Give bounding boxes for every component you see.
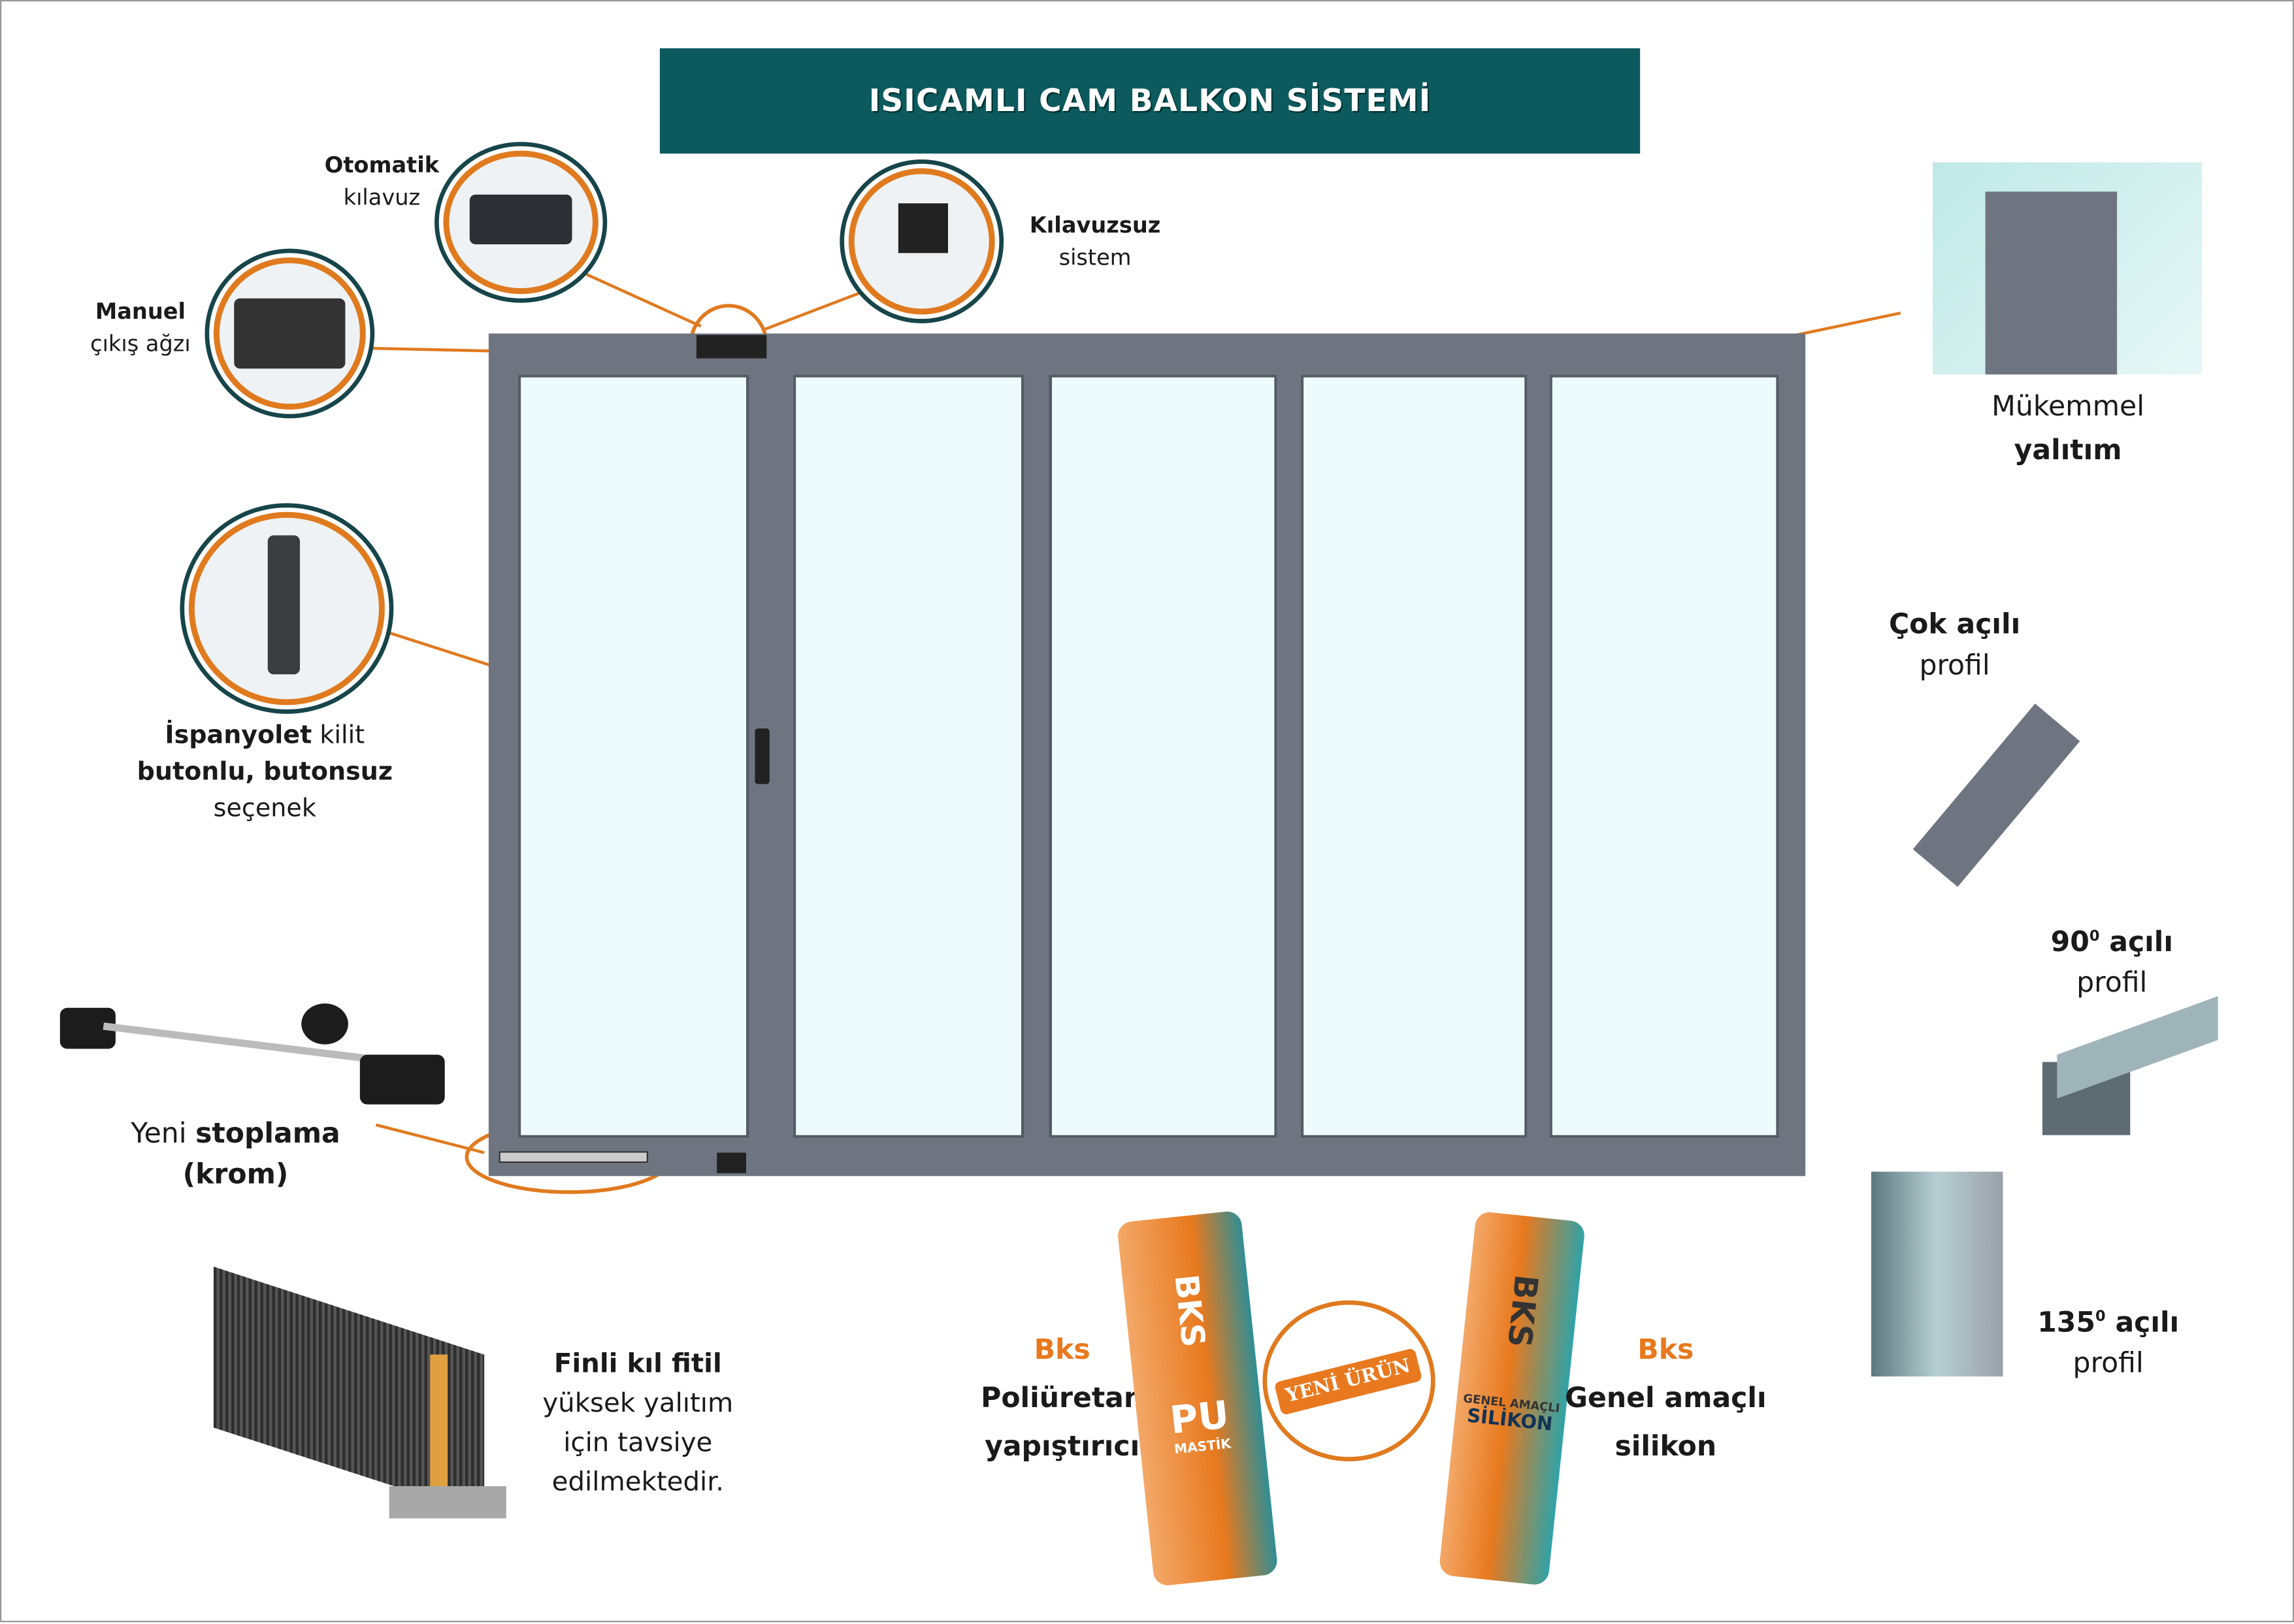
- brush-seal-image: [213, 1267, 506, 1530]
- glass-panel: [1549, 374, 1779, 1139]
- guide-hardware: [696, 334, 767, 359]
- ispanyolet-detail-photo: [188, 512, 385, 706]
- glass-panel: [1049, 374, 1277, 1139]
- espagnolette-handle: [755, 728, 770, 785]
- aci135-profile-image: [1871, 1171, 2003, 1377]
- manuel-detail-photo: [213, 257, 366, 410]
- stopper-bar: [499, 1151, 648, 1163]
- stoplama-label: Yeni stoplama(krom): [131, 1117, 340, 1191]
- kilavuzsuz-detail-photo: [848, 168, 995, 315]
- glass-panel: [1300, 374, 1528, 1139]
- new-product-badge: YENİ ÜRÜN: [1262, 1300, 1435, 1461]
- stopper-product-image: [59, 996, 448, 1106]
- glass-panel: [517, 374, 749, 1139]
- floor-lock: [717, 1152, 746, 1173]
- otomatik-detail-photo: [443, 150, 598, 295]
- aci90-profile-image: [2042, 996, 2225, 1143]
- title-banner: ISICAMLI CAM BALKON SİSTEMİ: [659, 48, 1641, 154]
- insulation-profile-image: [1932, 162, 2202, 375]
- cok-acili-profile-image: [1912, 645, 2094, 887]
- page-title: ISICAMLI CAM BALKON SİSTEMİ: [868, 83, 1432, 119]
- glass-panel: [793, 374, 1024, 1139]
